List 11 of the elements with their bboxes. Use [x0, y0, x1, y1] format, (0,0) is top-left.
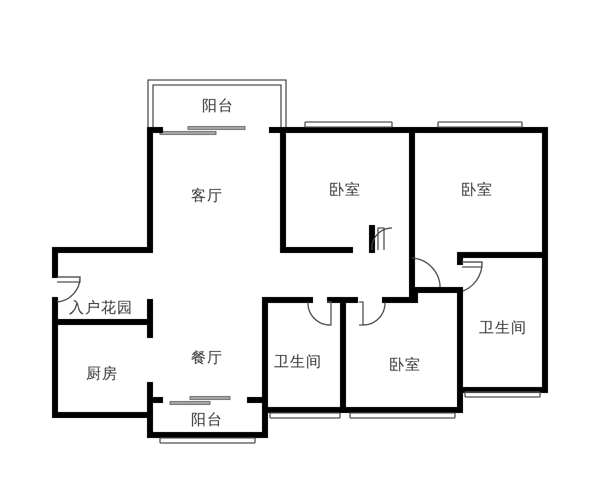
room-label: 餐厅	[191, 348, 223, 368]
room-label: 阳台	[202, 96, 234, 116]
room-label: 客厅	[191, 186, 223, 206]
room-label: 卫生间	[274, 352, 322, 372]
room-label: 入户花园	[69, 298, 133, 318]
room-label: 卧室	[329, 180, 361, 200]
room-label: 卧室	[461, 180, 493, 200]
room-label: 阳台	[191, 410, 223, 430]
room-label: 厨房	[86, 364, 118, 384]
room-label: 卫生间	[479, 318, 527, 338]
room-label: 卧室	[389, 356, 421, 374]
